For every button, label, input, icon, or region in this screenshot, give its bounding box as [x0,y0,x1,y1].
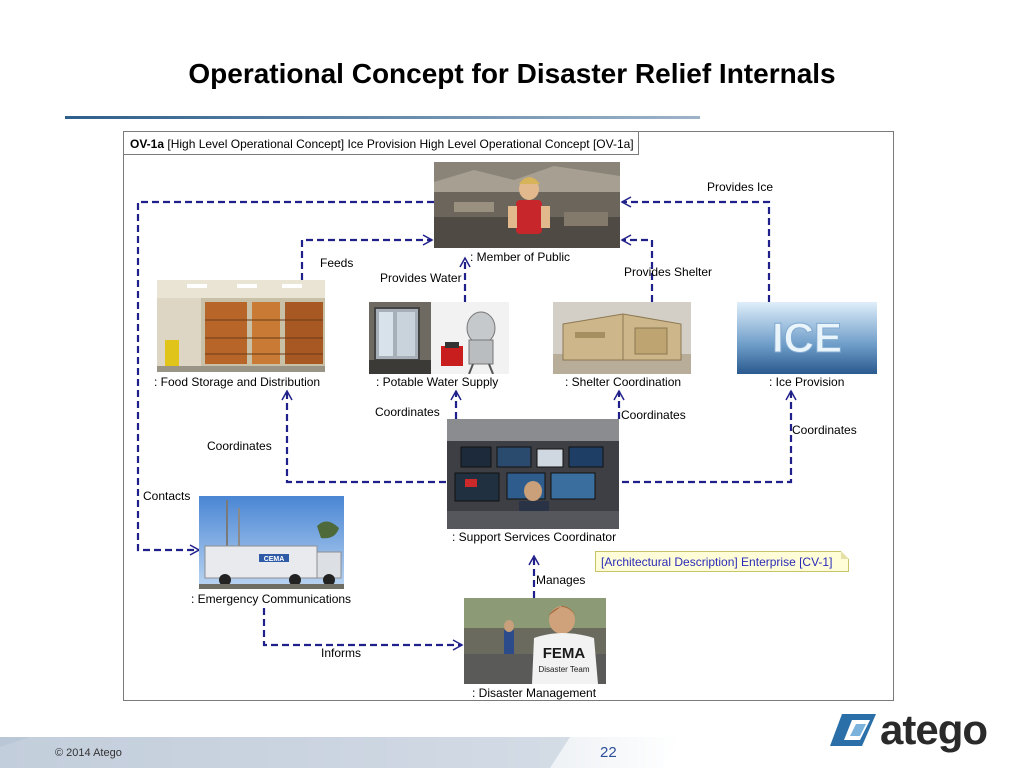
link-coordinates-food [281,389,446,484]
copyright-text: © 2014 Atego [55,747,122,759]
title-underline [65,116,700,119]
link-informs [262,608,464,651]
link-coordinates-ice [622,389,797,484]
link-provides-shelter [620,234,654,302]
label-coordinates-ice: Coordinates [792,423,857,437]
member-of-public-image [434,162,620,248]
footer-band [0,737,680,768]
food-storage-image [157,280,325,372]
ice-image-text: ICE [772,314,842,361]
food-storage-label: : Food Storage and Distribution [154,375,321,389]
connector-layer [136,196,797,651]
label-provides-ice: Provides Ice [707,180,774,194]
diagram-header: OV-1a [High Level Operational Concept] I… [124,132,639,155]
atego-logo-text: atego [880,706,988,753]
slide-title: Operational Concept for Disaster Relief … [188,58,836,89]
member-of-public-label: : Member of Public [470,250,571,264]
link-provides-ice [620,196,771,302]
fema-sub-text: Disaster Team [539,665,590,674]
atego-logo-mark [830,714,876,746]
disaster-mgmt-image: FEMA Disaster Team [464,598,606,684]
architectural-description-note: [Architectural Description] Enterprise [… [595,551,849,572]
emergency-comms-image: CEMA [199,496,344,589]
fema-shirt-text: FEMA [543,645,586,662]
label-coordinates-food: Coordinates [207,439,272,453]
ice-label: : Ice Provision [769,375,845,389]
shelter-image [553,302,691,374]
label-coordinates-water: Coordinates [375,405,440,419]
support-services-label: : Support Services Coordinator [452,530,617,544]
page-number: 22 [600,744,617,761]
truck-text: CEMA [264,556,285,563]
diagram-id: OV-1a [130,137,165,151]
link-contacts [136,200,434,556]
support-services-image [447,419,619,529]
diagram-title: [High Level Operational Concept] Ice Pro… [164,137,634,151]
label-provides-shelter: Provides Shelter [624,265,713,279]
label-informs: Informs [321,646,362,660]
label-provides-water: Provides Water [380,271,462,285]
shelter-label: : Shelter Coordination [565,375,682,389]
disaster-mgmt-label: : Disaster Management [472,686,597,700]
diagram-frame: OV-1a [High Level Operational Concept] I… [123,131,894,701]
label-contacts: Contacts [143,489,191,503]
label-feeds: Feeds [320,256,354,270]
potable-water-label: : Potable Water Supply [376,375,499,389]
ice-image: ICE [737,302,877,374]
label-manages: Manages [536,573,586,587]
emergency-comms-label: : Emergency Communications [191,592,352,606]
link-feeds [300,234,434,280]
potable-water-image [369,302,509,374]
label-coordinates-shelter: Coordinates [621,408,686,422]
